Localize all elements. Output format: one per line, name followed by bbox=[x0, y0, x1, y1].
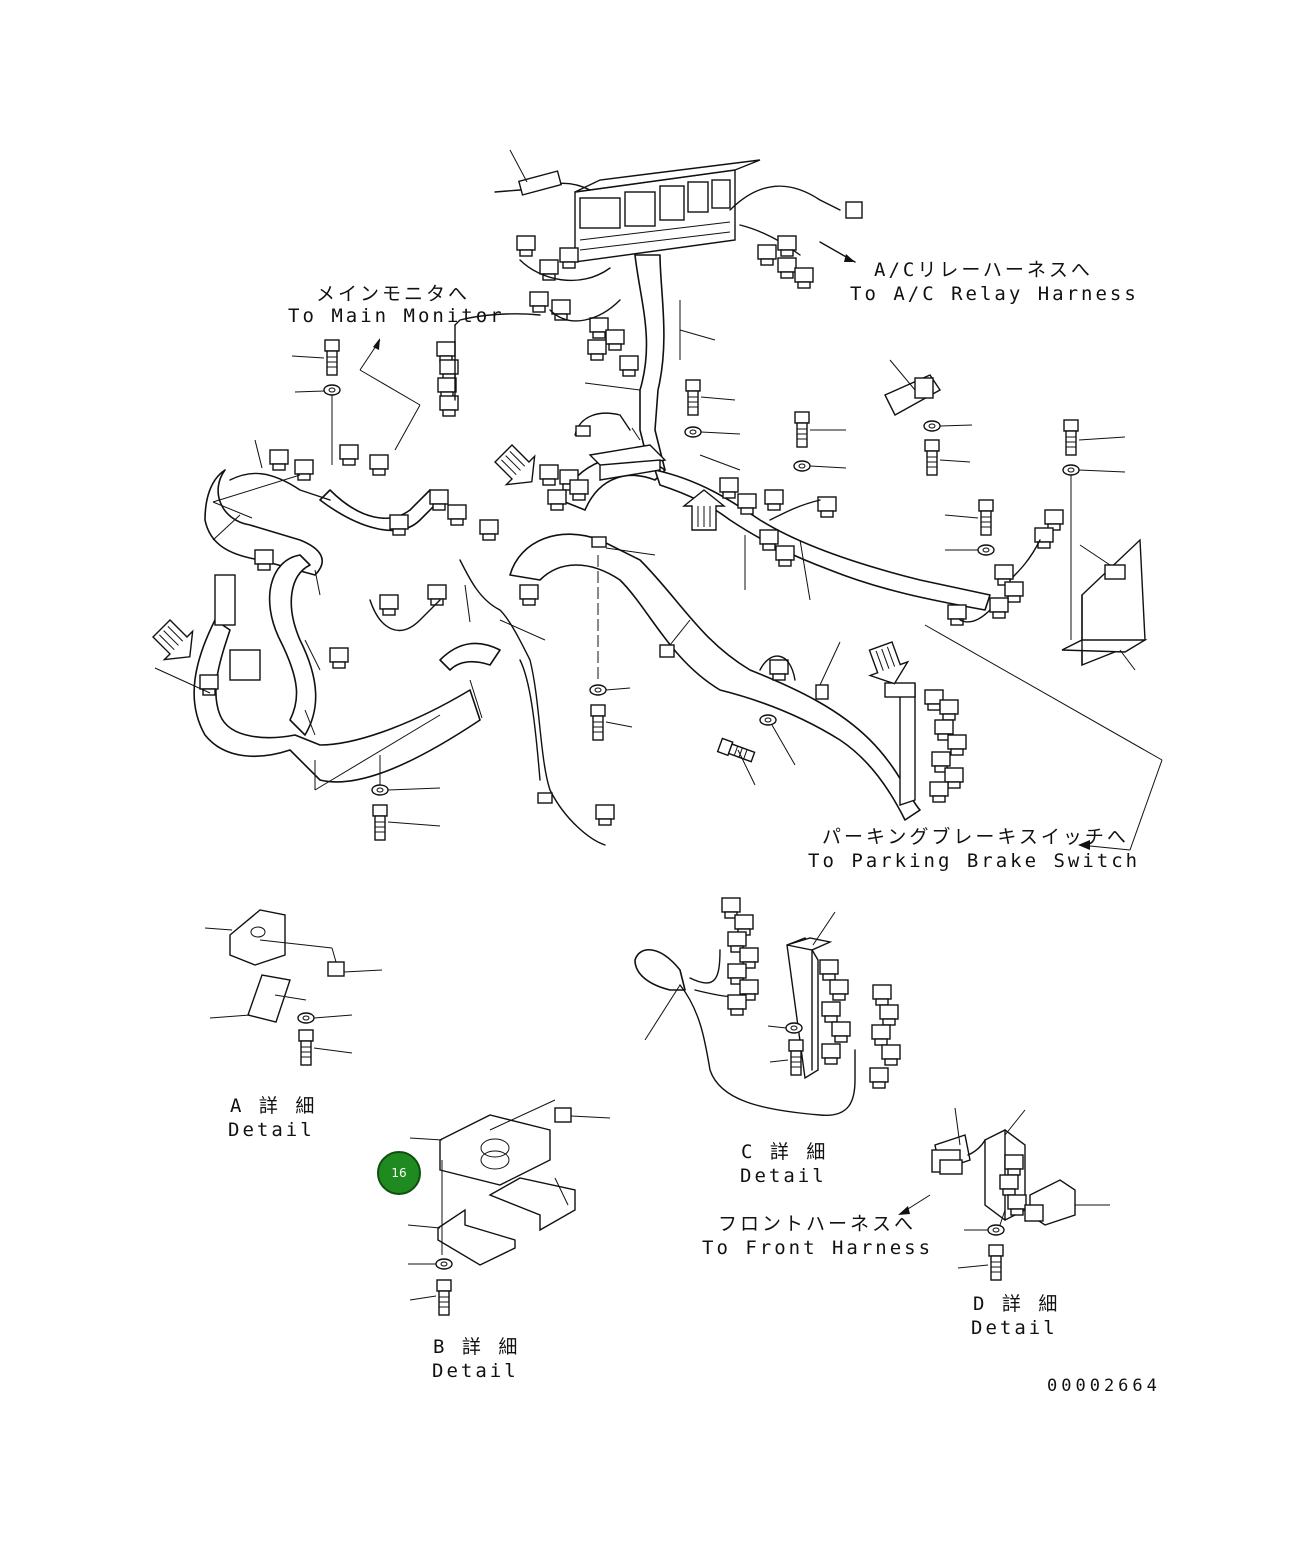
front-harness-label-jp: フロントハーネスへ bbox=[718, 1213, 917, 1235]
detail-a-title-en: Detail bbox=[228, 1119, 315, 1141]
detail-a-drawing bbox=[204, 909, 383, 1066]
drawing-number: 00002664 bbox=[1047, 1376, 1161, 1396]
main-monitor-label-jp: メインモニタへ bbox=[316, 283, 471, 305]
main-monitor-label-en: To Main Monitor bbox=[288, 305, 505, 327]
parking-brake-label-jp: パーキングブレーキスイッチへ bbox=[822, 826, 1129, 848]
ac-relay-label-en: To A/C Relay Harness bbox=[850, 283, 1139, 305]
detail-b-title-jp: B 詳 細 bbox=[433, 1336, 521, 1358]
ac-relay-label-jp: A/Cリレーハーネスへ bbox=[874, 259, 1093, 281]
detail-c-title-jp: C 詳 細 bbox=[741, 1141, 829, 1163]
fuse-relay-box bbox=[574, 159, 761, 263]
detail-d-title-jp: D 詳 細 bbox=[973, 1293, 1061, 1315]
front-harness-label-en: To Front Harness bbox=[702, 1237, 934, 1259]
part-number-badge[interactable]: 16 bbox=[377, 1151, 421, 1195]
detail-d-title-en: Detail bbox=[971, 1317, 1058, 1339]
detail-a-title-jp: A 詳 細 bbox=[230, 1095, 318, 1117]
detail-d-drawing bbox=[898, 1107, 1110, 1281]
detail-b-title-en: Detail bbox=[432, 1360, 519, 1382]
parking-brake-label-en: To Parking Brake Switch bbox=[808, 850, 1141, 872]
detail-b-drawing bbox=[407, 1099, 611, 1316]
detail-c-drawing bbox=[634, 897, 901, 1116]
detail-c-title-en: Detail bbox=[740, 1165, 827, 1187]
left-harness bbox=[193, 469, 501, 783]
